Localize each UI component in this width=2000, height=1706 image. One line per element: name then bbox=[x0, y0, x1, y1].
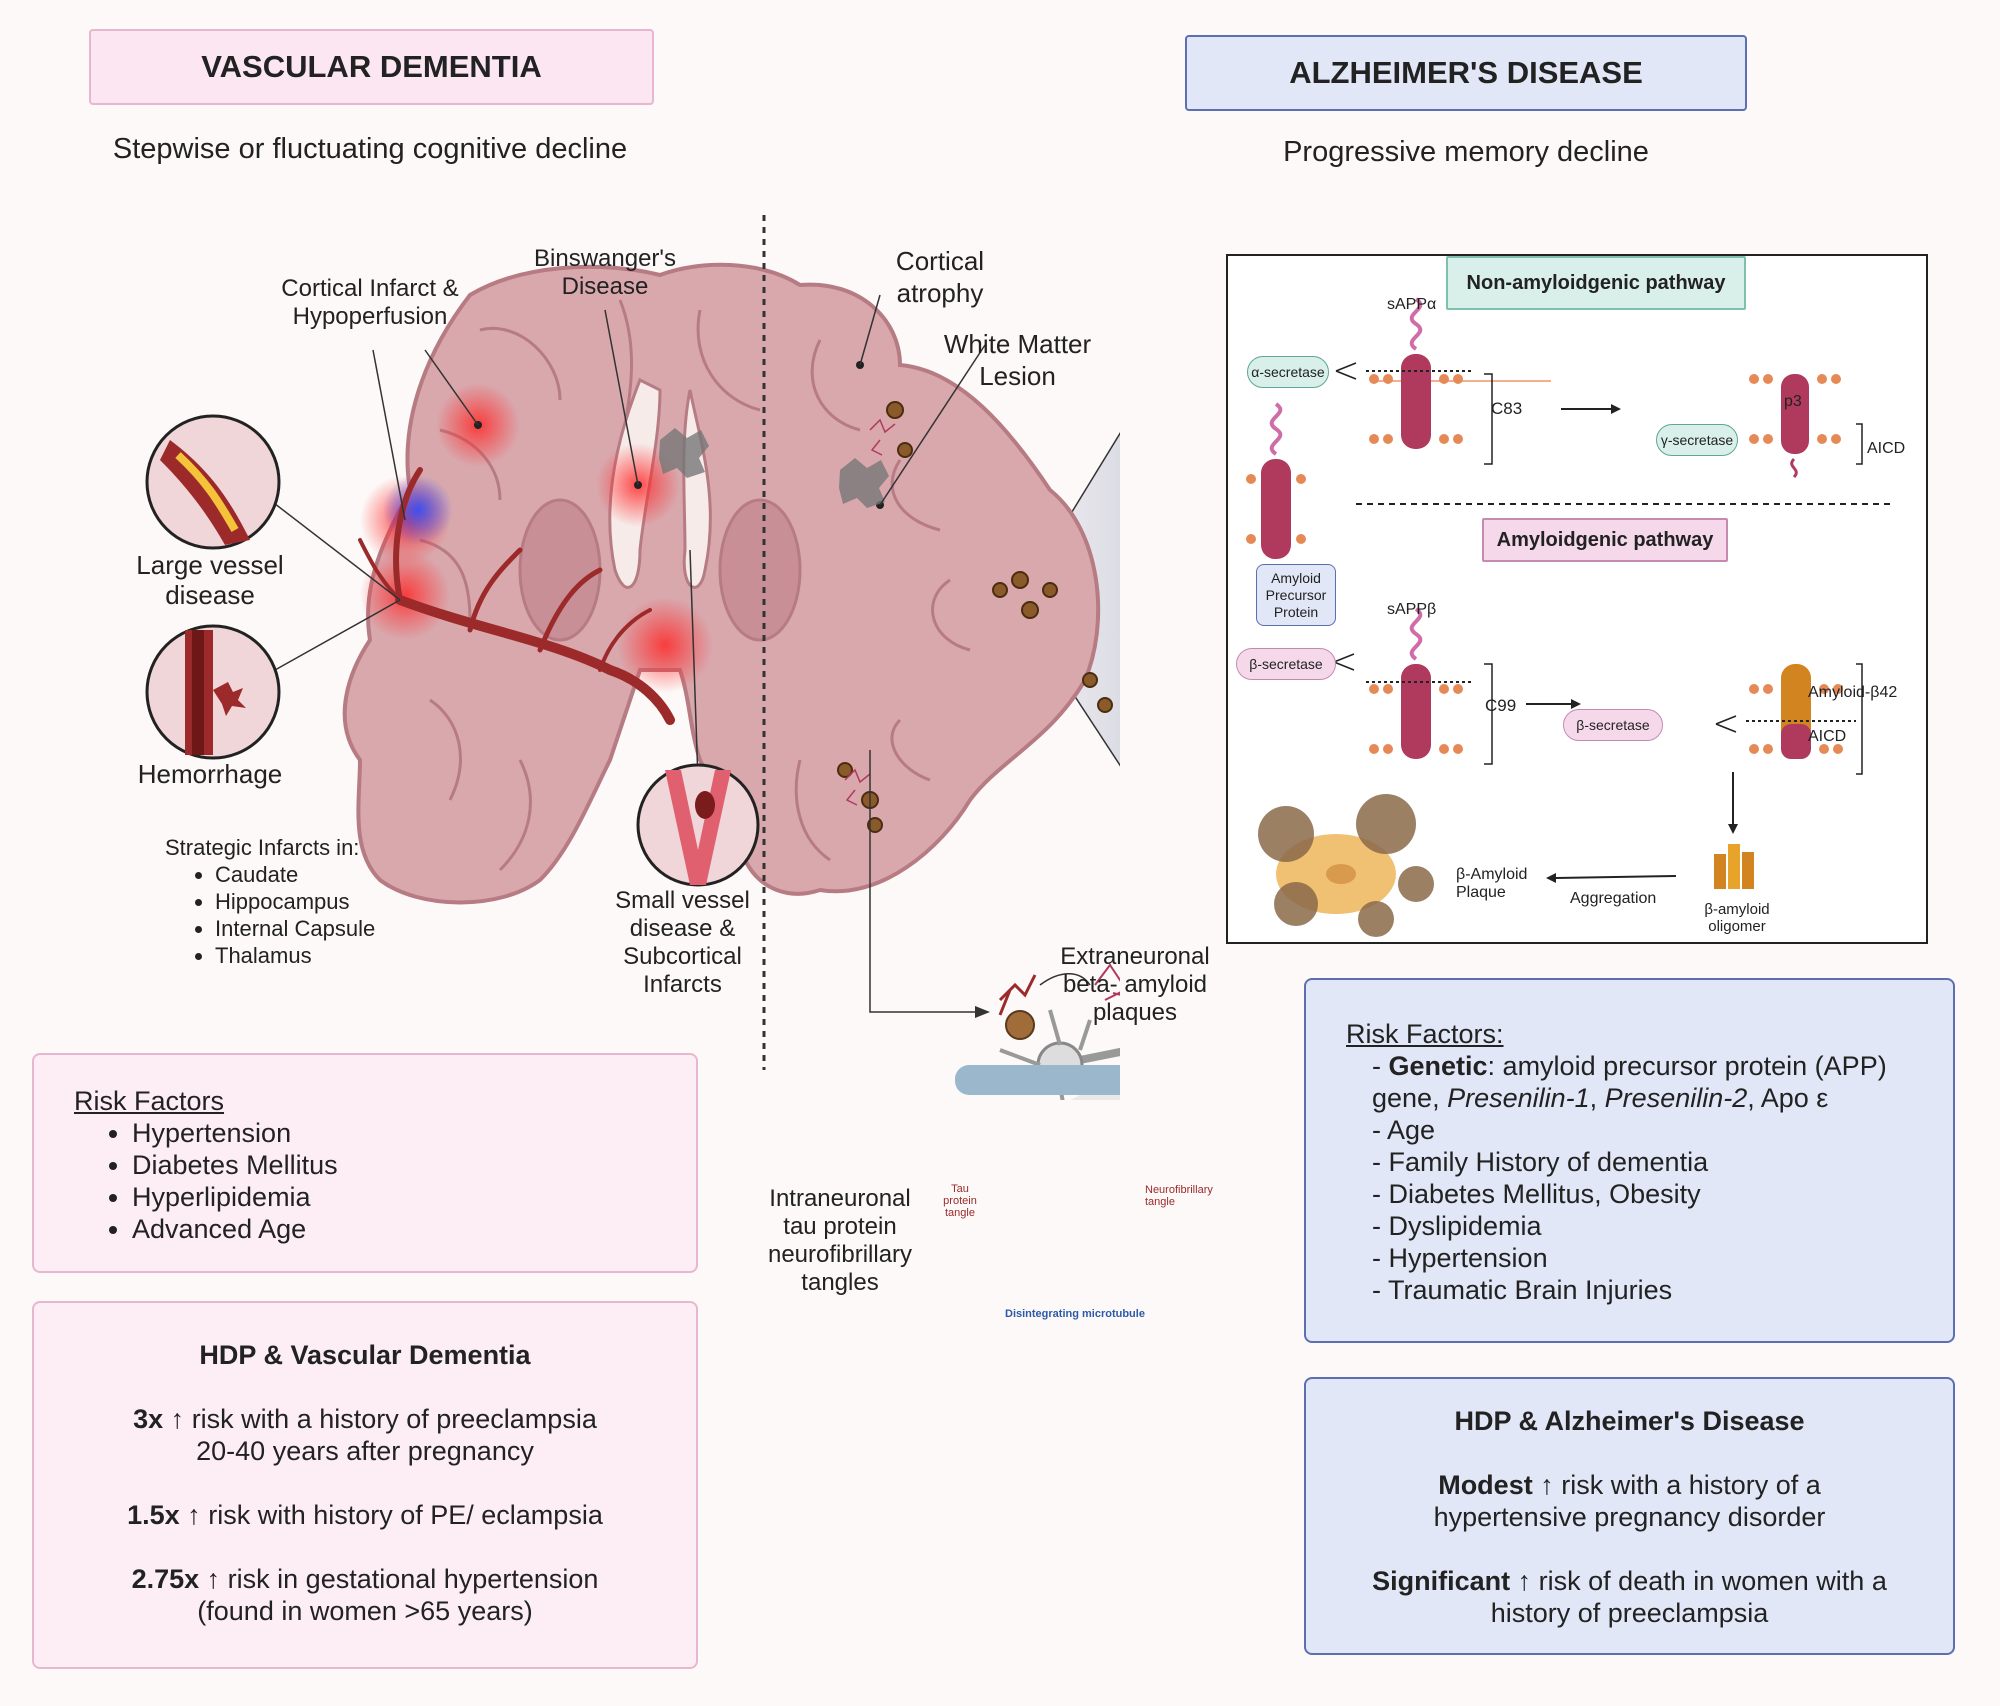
ad-hdp-line-1: Modest ↑ risk with a history of a bbox=[1438, 1470, 1821, 1500]
label-nf-tangle: Neurofibrillary tangle bbox=[1145, 1184, 1213, 1208]
vd-risk-list: Hypertension Diabetes Mellitus Hyperlipi… bbox=[74, 1117, 696, 1245]
ad-hdp-box: HDP & Alzheimer's Disease Modest ↑ risk … bbox=[1304, 1377, 1955, 1655]
vd-hdp-line-1b: 20-40 years after pregnancy bbox=[196, 1436, 534, 1466]
ad-hdp-title: HDP & Alzheimer's Disease bbox=[1454, 1406, 1805, 1436]
list-item: - Dyslipidemia bbox=[1372, 1211, 1542, 1241]
label-extraneuronal: Extraneuronal beta- amyloid plaques bbox=[1060, 943, 1210, 1026]
list-item: Hyperlipidemia bbox=[132, 1181, 696, 1213]
pathway-diagram bbox=[1246, 297, 1891, 937]
strategic-list: Caudate Hippocampus Internal Capsule Tha… bbox=[165, 861, 425, 969]
vd-risk-title: Risk Factors bbox=[74, 1086, 225, 1116]
label-cortical-infarct: Cortical Infarct & Hypoperfusion bbox=[281, 275, 459, 330]
sappa-label: sAPPα bbox=[1387, 296, 1437, 313]
list-item: Advanced Age bbox=[132, 1213, 696, 1245]
vd-risk-box: Risk Factors Hypertension Diabetes Melli… bbox=[32, 1053, 698, 1273]
hemorrhage-magnifier bbox=[145, 624, 281, 760]
vd-hdp-line-2: 1.5x ↑ risk with history of PE/ eclampsi… bbox=[127, 1500, 603, 1530]
vd-title: VASCULAR DEMENTIA bbox=[89, 29, 654, 105]
list-item: - Diabetes Mellitus, Obesity bbox=[1372, 1179, 1701, 1209]
aicd-label-1: AICD bbox=[1867, 440, 1906, 457]
label-binswanger: Binswanger's Disease bbox=[534, 245, 676, 300]
p3-label: p3 bbox=[1784, 393, 1802, 410]
list-item: Caudate bbox=[215, 861, 425, 888]
ad-hdp-line-2: Significant ↑ risk of death in women wit… bbox=[1372, 1566, 1887, 1596]
brain-illustration bbox=[145, 215, 1120, 1100]
ad-title: ALZHEIMER'S DISEASE bbox=[1185, 35, 1747, 111]
label-white-matter: White Matter Lesion bbox=[943, 329, 1092, 391]
label-microtubule: Disintegrating microtubule bbox=[1005, 1308, 1145, 1320]
label-large-vessel: Large vessel disease bbox=[136, 550, 284, 610]
ad-subtitle: Progressive memory decline bbox=[1283, 136, 1649, 168]
app-label: Amyloid Precursor Protein bbox=[1256, 564, 1336, 626]
gamma-secretase: γ-secretase bbox=[1656, 424, 1738, 456]
small-vessel-magnifier bbox=[636, 763, 760, 887]
aicd-label-2: AICD bbox=[1808, 728, 1847, 745]
ad-hdp-line-1b: hypertensive pregnancy disorder bbox=[1433, 1502, 1826, 1532]
strategic-infarcts: Strategic Infarcts in: Caudate Hippocamp… bbox=[165, 834, 425, 969]
c83-label: C83 bbox=[1491, 399, 1523, 418]
c99-label: C99 bbox=[1485, 696, 1517, 715]
vd-hdp-line-3b: (found in women >65 years) bbox=[197, 1596, 533, 1626]
amyloid-label: Amyloidgenic pathway bbox=[1482, 518, 1728, 562]
list-item: - Age bbox=[1372, 1115, 1436, 1145]
non-amyloid-label: Non-amyloidgenic pathway bbox=[1446, 256, 1746, 310]
list-item: - Traumatic Brain Injuries bbox=[1372, 1275, 1673, 1305]
vd-hdp-title: HDP & Vascular Dementia bbox=[199, 1340, 531, 1370]
ad-risk-title: Risk Factors: bbox=[1346, 1019, 1504, 1049]
list-item: Internal Capsule bbox=[215, 915, 425, 942]
list-item: Hypertension bbox=[132, 1117, 696, 1149]
list-item: - Hypertension bbox=[1372, 1243, 1548, 1273]
sappb-label: sAPPβ bbox=[1387, 601, 1437, 618]
aggregation-label: Aggregation bbox=[1570, 890, 1657, 907]
ad-risk-genetic: - Genetic: amyloid precursor protein (AP… bbox=[1372, 1051, 1887, 1113]
vd-hdp-box: HDP & Vascular Dementia 3x ↑ risk with a… bbox=[32, 1301, 698, 1669]
amyloid-b42-label: Amyloid-β42 bbox=[1808, 684, 1898, 701]
vd-subtitle: Stepwise or fluctuating cognitive declin… bbox=[112, 133, 628, 165]
vd-hdp-line-1: 3x ↑ risk with a history of preeclampsia bbox=[133, 1404, 597, 1434]
label-small-vessel: Small vessel disease & Subcortical Infar… bbox=[615, 887, 750, 998]
ad-risk-box: Risk Factors: - Genetic: amyloid precurs… bbox=[1304, 978, 1955, 1343]
alpha-secretase: α-secretase bbox=[1247, 356, 1329, 388]
tau-illustration bbox=[955, 963, 1120, 1095]
beta-secretase-2: β-secretase bbox=[1563, 709, 1663, 741]
label-cortical-atrophy: Cortical atrophy bbox=[895, 246, 985, 308]
beta-secretase: β-secretase bbox=[1236, 648, 1336, 680]
large-vessel-magnifier bbox=[145, 414, 281, 550]
label-intraneuronal: Intraneuronal tau protein neurofibrillar… bbox=[767, 1185, 913, 1296]
list-item: Diabetes Mellitus bbox=[132, 1149, 696, 1181]
vd-hdp-line-3: 2.75x ↑ risk in gestational hypertension bbox=[131, 1564, 599, 1594]
label-tau-tangle: Tau protein tangle bbox=[943, 1183, 977, 1219]
list-item: Thalamus bbox=[215, 942, 425, 969]
list-item: - Family History of dementia bbox=[1372, 1147, 1709, 1177]
ad-hdp-line-2b: history of preeclampsia bbox=[1490, 1598, 1769, 1628]
oligomer-label: β-amyloid oligomer bbox=[1704, 901, 1770, 935]
plaque-label: β-Amyloid Plaque bbox=[1456, 866, 1528, 901]
label-hemorrhage: Hemorrhage bbox=[137, 759, 283, 789]
list-item: Hippocampus bbox=[215, 888, 425, 915]
strategic-title: Strategic Infarcts in: bbox=[165, 835, 360, 860]
